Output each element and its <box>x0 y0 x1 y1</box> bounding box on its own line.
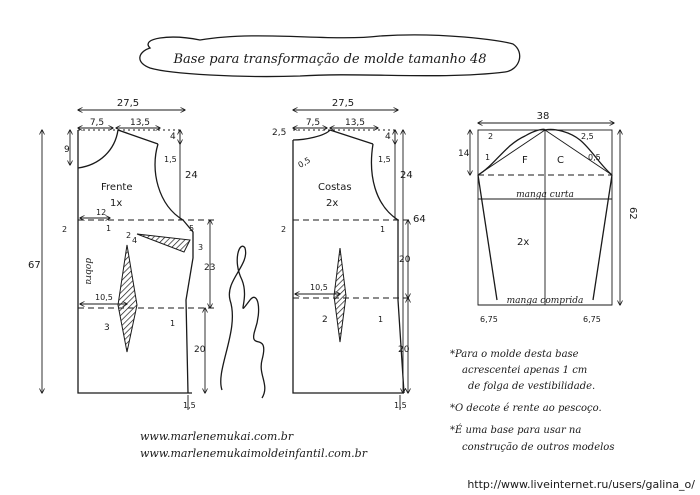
back-pattern-piece: 27,5 7,5 13,5 2,5 4 0,5 1,5 24 Costas 2x… <box>272 98 426 410</box>
footer-url[interactable]: http://www.liveinternet.ru/users/galina_… <box>467 478 695 491</box>
sleeve-front-mark: F <box>522 155 528 166</box>
back-width-label: 27,5 <box>332 98 354 109</box>
front-side-seam-label: 23 <box>204 263 215 273</box>
back-neck-depth-label: 2,5 <box>272 128 286 138</box>
back-piece-count: 2x <box>326 198 338 209</box>
front-piece-name: Frente <box>101 182 132 193</box>
note-line-4: *O decote é rente ao pescoço. <box>450 403 602 414</box>
title-banner: Base para transformação de molde tamanho… <box>139 34 521 78</box>
back-waist-dart-two-label: 2 <box>322 315 328 325</box>
sleeve-bottom-right-label: 6,75 <box>583 315 601 324</box>
front-waist-dart-position-label: 10,5 <box>95 293 113 302</box>
front-dart-five-label: 5 <box>189 224 194 233</box>
back-neck-width-label: 7,5 <box>306 118 320 128</box>
notes-block: *Para o molde desta base acrescentei ape… <box>450 349 614 453</box>
front-neck-depth-label: 9 <box>64 145 70 155</box>
back-waist-dart-one-label: 1 <box>378 315 383 324</box>
back-shoulder-width-label: 13,5 <box>345 118 365 128</box>
sleeve-width-label: 38 <box>537 111 550 122</box>
back-armhole-offset-label: 1,5 <box>378 155 391 164</box>
front-bust-width-label: 12 <box>96 208 106 217</box>
website-line-2[interactable]: www.marlenemukaimoldeinfantil.com.br <box>140 447 368 460</box>
front-bust-point-label: 1 <box>106 224 111 233</box>
sleeve-pattern-piece: 38 2 2,5 F C 1 0,5 14 manga curta 2x man… <box>458 111 638 324</box>
front-fold-label: dobra <box>83 258 93 285</box>
front-piece-count: 1x <box>110 198 122 209</box>
front-armhole-offset-label: 1,5 <box>164 155 177 164</box>
sleeve-long-label: manga comprida <box>507 296 584 306</box>
front-pattern-piece: 27,5 7,5 13,5 4 9 1,5 24 Frente 1x 12 1 … <box>28 98 218 410</box>
back-waist-dart-position-label: 10,5 <box>310 283 328 292</box>
note-line-3: de folga de vestibilidade. <box>468 381 595 392</box>
front-bottom-offset-label: 1,5 <box>183 401 196 410</box>
front-dart-four-label: 4 <box>132 236 137 245</box>
sleeve-bottom-left-label: 6,75 <box>480 315 498 324</box>
back-piece-name: Costas <box>318 182 352 193</box>
note-line-5: *É uma base para usar na <box>450 424 581 436</box>
back-lower-length-label: 20 <box>398 345 410 355</box>
front-lower-length-label: 20 <box>194 345 206 355</box>
back-dart-two-label: 2 <box>281 225 286 234</box>
back-armhole-height-label: 24 <box>400 170 413 181</box>
back-bottom-offset-label: 1,5 <box>394 401 407 410</box>
front-length-label: 67 <box>28 260 41 271</box>
signature <box>220 245 266 399</box>
note-line-2: acrescentei apenas 1 cm <box>462 365 587 376</box>
sleeve-back-mark: C <box>557 155 564 166</box>
front-dart-two-label: 2 <box>126 231 131 240</box>
front-waist-dart-one-label: 1 <box>170 319 175 328</box>
back-length-label: 64 <box>413 214 426 225</box>
front-width-label: 27,5 <box>117 98 139 109</box>
note-line-1: *Para o molde desta base <box>450 349 579 360</box>
front-waist-dart-three-label: 3 <box>104 323 110 333</box>
front-armhole-height-label: 24 <box>185 170 198 181</box>
back-dart-one-label: 1 <box>380 225 385 234</box>
title-text: Base para transformação de molde tamanho… <box>172 52 486 67</box>
sleeve-side-left-label: 2 <box>488 132 493 141</box>
back-neck-curve-label: 0,5 <box>297 156 313 170</box>
back-shoulder-drop-label: 4 <box>385 132 391 142</box>
sleeve-back-curve-label: 0,5 <box>588 153 601 162</box>
sleeve-length-label: 62 <box>627 207 638 220</box>
sleeve-side-right-label: 2,5 <box>581 132 594 141</box>
front-shoulder-drop-label: 4 <box>170 132 176 142</box>
back-middle-length-label: 20 <box>399 255 411 265</box>
front-neck-width-label: 7,5 <box>90 118 104 128</box>
sleeve-cap-height-label: 14 <box>458 149 470 159</box>
front-dart-depth-label: 2 <box>62 225 67 234</box>
sleeve-short-label: manga curta <box>516 190 574 200</box>
website-line-1[interactable]: www.marlenemukai.com.br <box>140 430 294 443</box>
front-shoulder-width-label: 13,5 <box>130 118 150 128</box>
front-dart-three-label: 3 <box>198 243 203 252</box>
sleeve-front-curve-label: 1 <box>485 153 490 162</box>
website-links: www.marlenemukai.com.br www.marlenemukai… <box>140 430 368 460</box>
sleeve-count: 2x <box>517 237 529 248</box>
note-line-6: construção de outros modelos <box>462 442 614 453</box>
